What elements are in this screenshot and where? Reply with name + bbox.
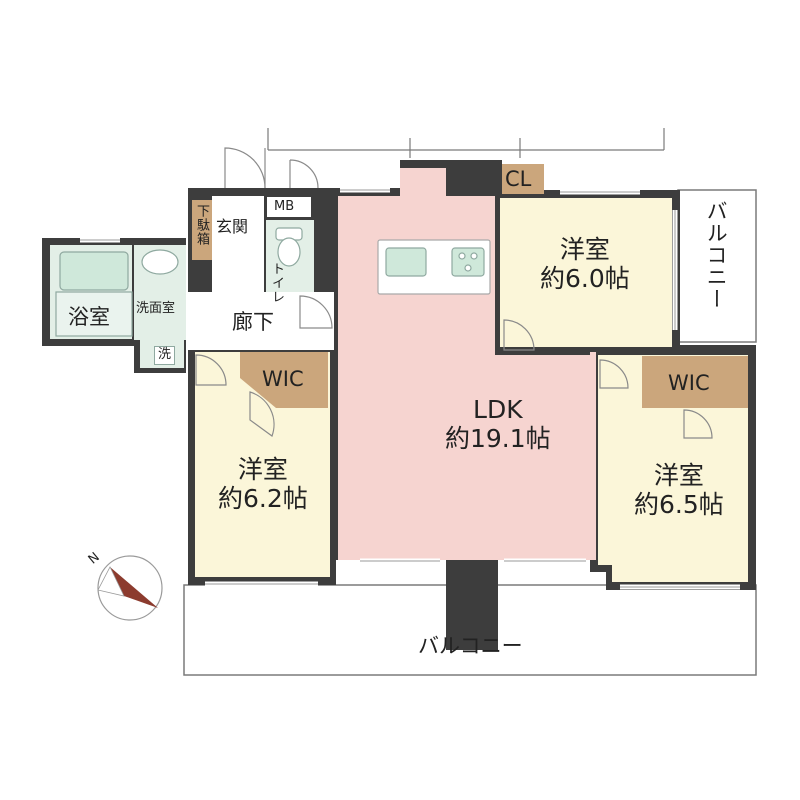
western-top-floor bbox=[500, 198, 672, 347]
washroom-label: 洗面室 bbox=[136, 301, 176, 316]
wic-right-label: WIC bbox=[668, 371, 710, 395]
western-left-label: 洋室 約6.2帖 bbox=[218, 455, 308, 514]
western-left-floor bbox=[195, 352, 330, 577]
western-right-size: 約6.5帖 bbox=[634, 489, 724, 519]
hallway-floor bbox=[188, 292, 334, 350]
entrance-floor bbox=[212, 196, 264, 292]
meter-box-label: MB bbox=[274, 199, 295, 214]
top-railing bbox=[267, 128, 665, 158]
balcony-east-label: バルコニー bbox=[704, 200, 729, 310]
kitchen-sink bbox=[385, 247, 427, 277]
shoe-box-label: 下駄箱 bbox=[193, 204, 209, 246]
western-left-name: 洋室 bbox=[237, 455, 288, 484]
meter-box-floor bbox=[265, 195, 313, 219]
western-right-label: 洋室 約6.5帖 bbox=[634, 461, 724, 520]
window-lines bbox=[80, 189, 740, 588]
compass-icon bbox=[97, 555, 163, 621]
shoe-box-floor bbox=[192, 200, 212, 260]
entrance-label: 玄関 bbox=[216, 217, 249, 236]
ldk-name: LDK bbox=[473, 395, 523, 424]
wic-left-floor bbox=[240, 352, 328, 408]
fixtures bbox=[55, 227, 491, 337]
balcony-south-label: バルコニー bbox=[418, 634, 523, 658]
western-right-name: 洋室 bbox=[653, 461, 704, 490]
kitchen-stove bbox=[451, 247, 485, 277]
western-left-size: 約6.2帖 bbox=[218, 483, 308, 513]
bathtub bbox=[59, 251, 129, 291]
closet-label: CL bbox=[505, 167, 532, 191]
bathroom-label: 浴室 bbox=[68, 305, 110, 329]
hallway-label: 廊下 bbox=[232, 310, 274, 334]
western-top-name: 洋室 bbox=[559, 235, 610, 264]
western-top-size: 約6.0帖 bbox=[540, 263, 630, 293]
wic-right-floor bbox=[642, 356, 748, 408]
washer-label: 洗 bbox=[154, 346, 176, 365]
ldk-label: LDK 約19.1帖 bbox=[445, 395, 551, 454]
wash-basin bbox=[141, 249, 179, 275]
door-swings bbox=[195, 147, 713, 439]
western-top-label: 洋室 約6.0帖 bbox=[540, 235, 630, 294]
wic-left-label: WIC bbox=[262, 367, 304, 391]
toilet-label: トイレ bbox=[268, 262, 284, 304]
ldk-size: 約19.1帖 bbox=[445, 423, 551, 453]
western-right-floor bbox=[598, 355, 748, 582]
closet-floor bbox=[502, 164, 544, 194]
